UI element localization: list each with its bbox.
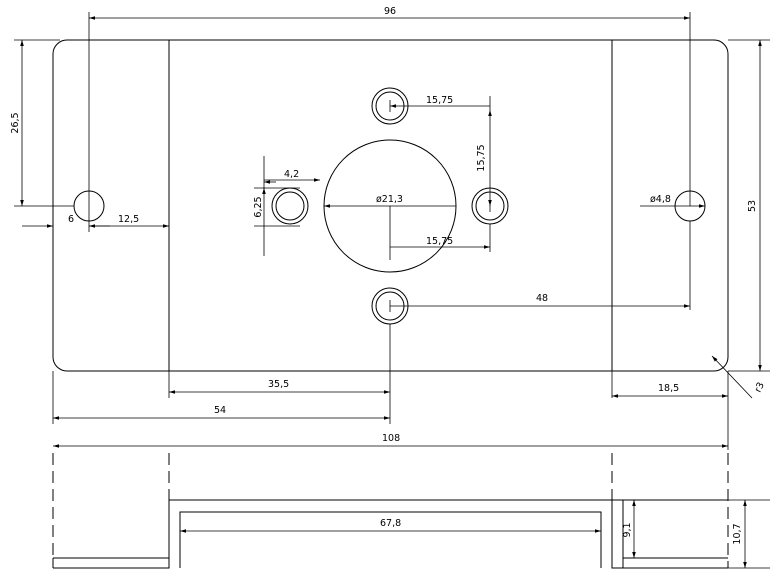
dim-9-1: 9,1 <box>622 500 636 558</box>
dim-54-label: 54 <box>214 405 226 416</box>
dim-15-75-bottom: 15,75 <box>390 224 491 252</box>
dim-53-label: 53 <box>747 200 758 212</box>
dim-dia-4-8: ø4,8 <box>640 194 705 208</box>
dim-dia-21-3: ø21,3 <box>324 194 456 208</box>
dim-96: 96 <box>88 6 691 206</box>
dim-4-2-label: 4,2 <box>284 169 299 180</box>
dim-15-75-vertical: 15,75 <box>476 110 492 206</box>
dim-35-5: 35,5 <box>169 379 390 394</box>
dim-12-5: 12,5 <box>89 214 169 228</box>
profile-inner <box>53 511 728 559</box>
dim-15-75-bottom-label: 15,75 <box>426 236 453 247</box>
dim-4-2: 4,2 <box>263 156 320 190</box>
dim-dia-21-3-label: ø21,3 <box>376 194 403 205</box>
dim-9-1-label: 9,1 <box>622 522 633 537</box>
dim-54: 54 <box>53 405 390 420</box>
dim-108-label: 108 <box>382 433 400 444</box>
section-view <box>52 453 729 569</box>
dim-26-5-label: 26,5 <box>10 112 21 133</box>
dim-48: 48 <box>390 221 691 310</box>
dim-15-75-vertical-label: 15,75 <box>476 144 487 171</box>
dim-10-7-label: 10,7 <box>732 523 743 544</box>
dim-67-8: 67,8 <box>180 518 601 533</box>
dim-96-label: 96 <box>384 6 396 17</box>
dim-108: 108 <box>53 433 728 448</box>
dim-dia-4-8-label: ø4,8 <box>650 194 671 205</box>
dim-18-5-label: 18,5 <box>658 383 679 394</box>
ext-lines <box>52 324 729 450</box>
dim-67-8-label: 67,8 <box>380 518 401 529</box>
left-small-hole <box>271 187 309 225</box>
dim-35-5-label: 35,5 <box>268 379 289 390</box>
dim-53: 53 <box>728 39 770 372</box>
dim-10-7: 10,7 <box>728 499 770 569</box>
dim-18-5: 18,5 <box>612 383 728 398</box>
plate-outline <box>52 39 729 372</box>
dim-6-label: 6 <box>68 214 74 225</box>
dim-r3: r3 <box>711 355 767 399</box>
dim-15-75-top-label: 15,75 <box>426 95 453 106</box>
dim-15-75-top: 15,75 <box>390 95 491 110</box>
dim-12-5-label: 12,5 <box>118 214 139 225</box>
plate-top-view <box>52 39 729 372</box>
dim-26-5: 26,5 <box>10 39 74 207</box>
dim-6-25: 6,25 <box>253 187 300 256</box>
dim-r3-label: r3 <box>753 381 767 395</box>
dim-48-label: 48 <box>536 293 548 304</box>
dim-6-25-label: 6,25 <box>253 196 264 217</box>
